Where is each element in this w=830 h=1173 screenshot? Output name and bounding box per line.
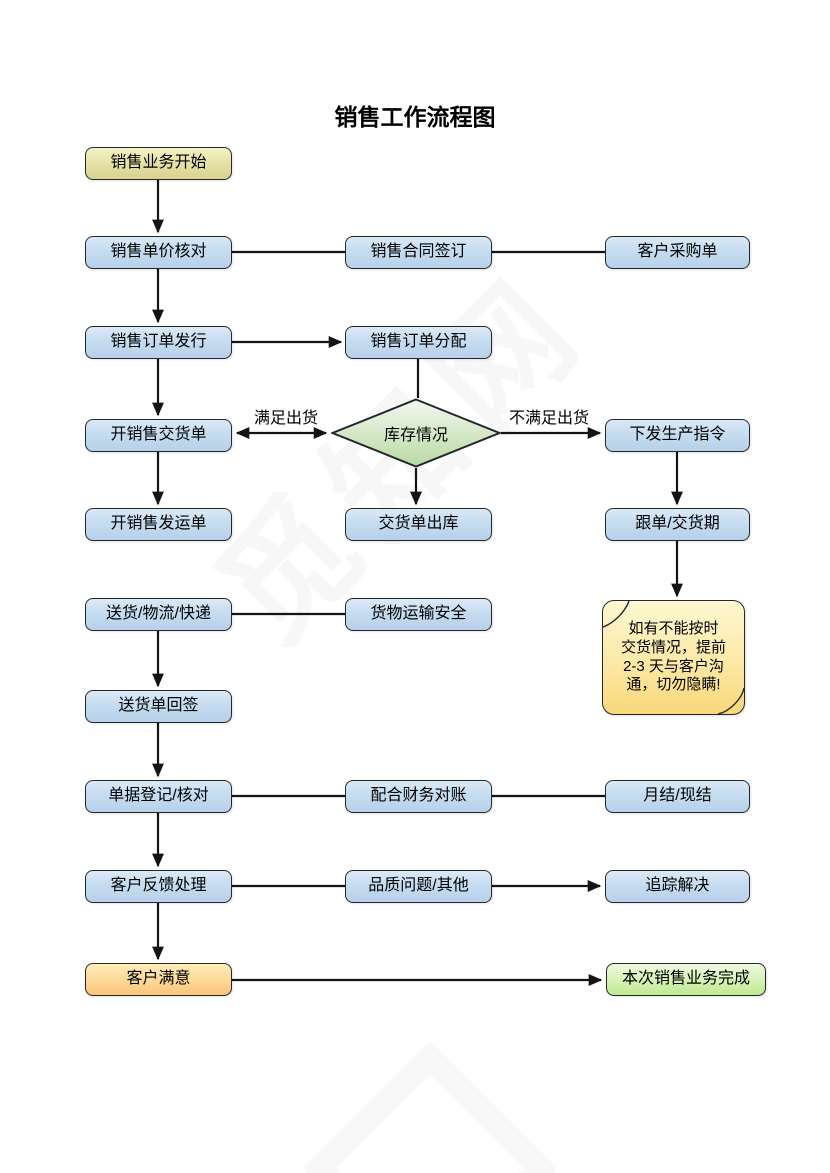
node-settlement-label: 月结/现结 [643,787,712,805]
node-stock-status-label: 库存情况 [383,427,448,444]
node-follow-delivery: 跟单/交货期 [605,508,750,541]
diamond-shape [329,398,503,468]
node-production-order-label: 下发生产指令 [629,426,726,444]
node-transport-safety: 货物运输安全 [345,598,492,631]
page-title: 销售工作流程图 [334,104,496,130]
node-transport-safety-label: 货物运输安全 [370,605,467,623]
node-order-assign-label: 销售订单分配 [370,333,467,351]
node-feedback-handle: 客户反馈处理 [85,870,232,903]
node-delay-note: 如有不能按时 交货情况，提前 2-3 天与客户沟 通，切勿隐瞒! [602,600,745,715]
node-contract-sign-label: 销售合同签订 [370,243,467,261]
node-customer-satisfied: 客户满意 [85,963,232,996]
node-delivery-outbound: 交货单出库 [345,508,492,541]
node-price-check-label: 销售单价核对 [110,243,207,261]
node-receipt-sign-back: 送货单回签 [85,690,232,723]
node-open-shipping-note-label: 开销售发运单 [110,515,207,533]
node-price-check: 销售单价核对 [85,236,232,269]
node-customer-satisfied-label: 客户满意 [126,970,191,988]
node-business-complete-label: 本次销售业务完成 [621,970,750,988]
node-customer-po: 客户采购单 [605,236,750,269]
node-feedback-handle-label: 客户反馈处理 [110,877,207,895]
node-delay-note-label: 如有不能按时 交货情况，提前 2-3 天与客户沟 通，切勿隐瞒! [620,619,726,694]
flow-edges [152,180,683,986]
node-open-delivery-note-label: 开销售交货单 [110,426,207,444]
node-delivery-logistics-label: 送货/物流/快递 [106,605,211,623]
node-customer-po-label: 客户采购单 [637,243,718,261]
node-open-shipping-note: 开销售发运单 [85,508,232,541]
node-business-complete: 本次销售业务完成 [606,963,766,996]
node-follow-delivery-label: 跟单/交货期 [635,515,720,533]
node-order-assign: 销售订单分配 [345,326,492,359]
node-track-resolve: 追踪解决 [605,870,750,903]
node-start-label: 销售业务开始 [110,154,207,172]
node-quality-issue-label: 品质问题/其他 [368,877,469,895]
node-receipt-sign-back-label: 送货单回签 [118,697,199,715]
node-doc-register-check: 单据登记/核对 [85,780,232,813]
node-contract-sign: 销售合同签订 [345,236,492,269]
node-open-delivery-note: 开销售交货单 [85,419,232,452]
node-quality-issue: 品质问题/其他 [345,870,492,903]
node-delivery-logistics: 送货/物流/快递 [85,598,232,631]
node-finance-reconcile-label: 配合财务对账 [370,787,467,805]
edge-label-not-satisfy: 不满足出货 [508,410,589,427]
node-doc-register-check-label: 单据登记/核对 [108,787,209,805]
node-track-resolve-label: 追踪解决 [645,877,710,895]
node-production-order: 下发生产指令 [605,419,750,452]
node-order-issue: 销售订单发行 [85,326,232,359]
edge-label-satisfy: 满足出货 [253,410,318,427]
node-delivery-outbound-label: 交货单出库 [378,515,459,533]
node-stock-status-decision: 库存情况 [329,398,503,468]
node-start: 销售业务开始 [85,147,232,180]
node-settlement: 月结/现结 [605,780,750,813]
node-order-issue-label: 销售订单发行 [110,333,207,351]
node-finance-reconcile: 配合财务对账 [345,780,492,813]
